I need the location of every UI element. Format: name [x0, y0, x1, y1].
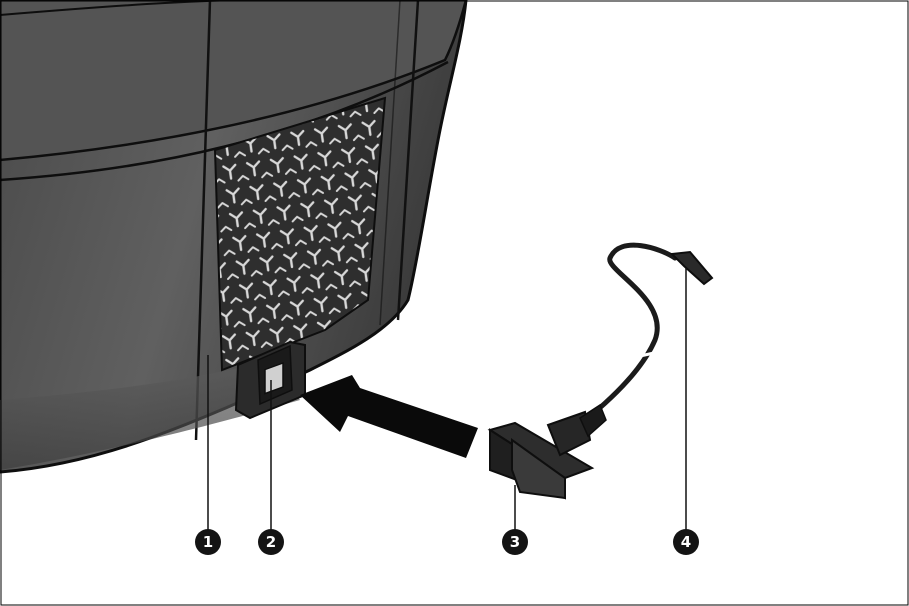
callout-4: 4	[673, 529, 699, 555]
power-cord	[560, 245, 712, 440]
cord-tip	[672, 252, 712, 284]
insertion-arrow	[300, 375, 478, 458]
callout-3-label: 3	[510, 533, 520, 551]
callout-1-label: 1	[203, 533, 213, 551]
callout-4-label: 4	[681, 533, 691, 551]
callout-3: 3	[502, 529, 528, 555]
callout-2: 2	[258, 529, 284, 555]
cord-connector	[490, 405, 606, 498]
callout-1: 1	[195, 529, 221, 555]
callout-2-label: 2	[266, 533, 276, 551]
